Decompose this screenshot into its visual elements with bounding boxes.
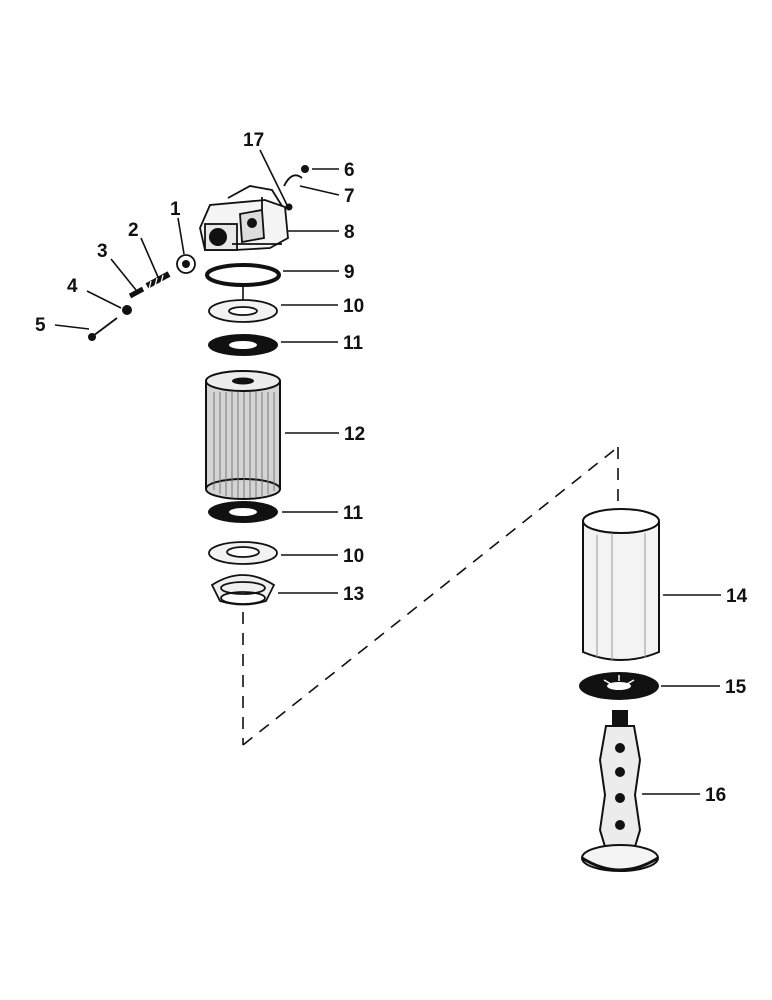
- callout-2: 2: [128, 220, 139, 241]
- filter-head: [199, 185, 289, 251]
- callout-labels: 1 2 3 4 5 6 7 8 9 10 11 12 11 10 13 14 1…: [35, 130, 748, 806]
- bleeder-screw-17: [285, 203, 293, 211]
- gasket-7: [283, 174, 303, 187]
- callout-16: 16: [705, 785, 726, 806]
- callout-11-lower: 11: [343, 503, 364, 524]
- callout-8: 8: [344, 222, 355, 243]
- gasket-11-upper: [208, 334, 278, 356]
- callout-4: 4: [67, 276, 78, 297]
- spring-3: [128, 286, 145, 299]
- washer-10-upper: [208, 299, 278, 323]
- plug-6: [301, 165, 309, 173]
- o-ring-9: [205, 263, 281, 287]
- washer-1: [176, 254, 196, 274]
- callout-10-upper: 10: [343, 296, 364, 317]
- pin-5: [88, 317, 118, 341]
- spring-seat-13: [210, 574, 276, 606]
- callout-14: 14: [726, 586, 748, 607]
- callout-5: 5: [35, 315, 46, 336]
- gasket-11-lower: [208, 501, 278, 523]
- callout-7: 7: [344, 186, 355, 207]
- callout-15: 15: [725, 677, 747, 698]
- callout-13: 13: [343, 584, 364, 605]
- center-tube-16: [581, 710, 659, 872]
- gasket-15: [579, 672, 659, 700]
- callout-11-upper: 11: [343, 333, 364, 354]
- callout-9: 9: [344, 262, 355, 283]
- dashed-alignment-guide: [242, 446, 619, 746]
- washer-10-lower: [208, 541, 278, 565]
- ball-4: [122, 305, 132, 315]
- filter-element-12: [205, 370, 281, 500]
- callout-10-lower: 10: [343, 546, 364, 567]
- callout-3: 3: [97, 241, 108, 262]
- callout-6: 6: [344, 160, 355, 181]
- leader-lines: [54, 149, 721, 795]
- callout-17: 17: [243, 130, 264, 151]
- callout-1: 1: [170, 199, 181, 220]
- filter-shell-14: [582, 508, 660, 661]
- callout-12: 12: [344, 424, 365, 445]
- spring-2: [145, 271, 171, 290]
